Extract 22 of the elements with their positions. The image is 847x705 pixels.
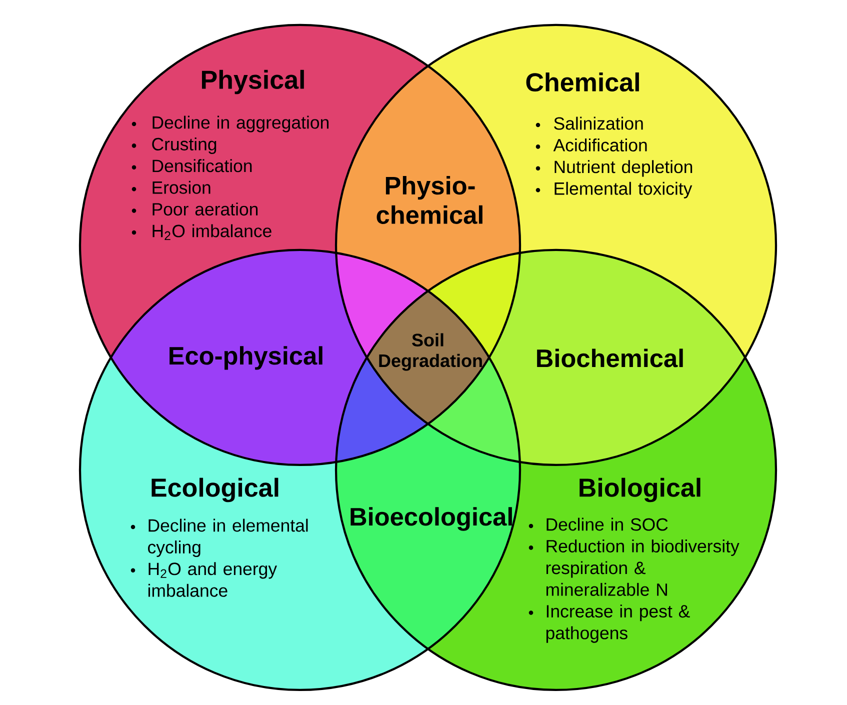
bullet-text: Elemental toxicity [554,182,692,198]
bullet-text: Decline in aggregation [152,116,328,132]
overlap-label: Biochemical [537,348,683,368]
bullet-text: Decline in SOC [546,518,668,531]
bullet-text: Erosion [152,180,210,194]
bullet-text: Decline in elemental cycling [148,518,308,558]
bullet-text: Reduction in biodiversity respiration & mineralizable N [546,539,740,596]
bullet-text: H$_{2}$O imbalance [152,224,272,240]
bullet-text: Salinization [554,116,643,130]
bullet-text: H$_{2}$O and energy imbalance [148,562,277,597]
circle-heading: Biological [580,478,700,502]
bullet-text: Densification [152,159,252,172]
overlap-label: Soil Degradation [379,333,482,371]
circle-heading: Physical [202,70,304,94]
circle-heading: Ecological [152,478,278,502]
bullet-text: Increase in pest & pathogens [546,604,690,643]
circle-heading: Chemical [526,72,639,92]
bullet-text: Poor aeration [152,202,258,216]
bullet-text: Nutrient depletion [554,160,692,177]
bullet-text: Crusting [152,137,216,154]
bullet-text: Acidification [553,138,647,152]
overlap-label: Bioecological [350,507,512,531]
